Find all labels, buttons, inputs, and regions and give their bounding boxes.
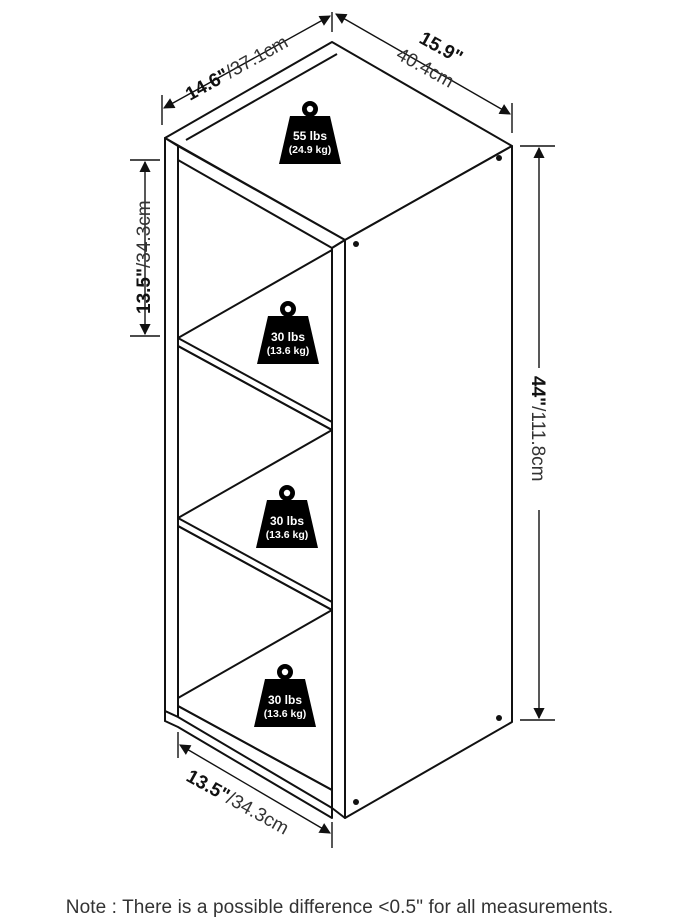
weight-badge-cube-1: 30 lbs (13.6 kg) (257, 301, 319, 364)
weight-cube-1-metric: (13.6 kg) (267, 345, 310, 357)
bookshelf (164, 41, 513, 819)
weight-cube-3-imperial: 30 lbs (268, 693, 302, 707)
weight-cube-2-imperial: 30 lbs (270, 514, 304, 528)
bottom-width-dimension-line (179, 744, 331, 834)
screw-holes (353, 155, 502, 805)
left-panel-front-edge (164, 137, 179, 718)
total-height-label: 44"/111.8cm (527, 376, 548, 482)
weight-badge-top: 55 lbs (24.9 kg) (279, 101, 341, 164)
weight-top-imperial: 55 lbs (293, 129, 327, 143)
measurement-note: Note : There is a possible difference <0… (65, 897, 614, 918)
weight-badge-cube-2: 30 lbs (13.6 kg) (256, 485, 318, 548)
top-width-dimension-line (335, 13, 511, 115)
cube-height-label: 13.5"/34.3cm (134, 200, 155, 314)
right-panel-front-edge (331, 239, 346, 819)
weight-badge-cube-3: 30 lbs (13.6 kg) (254, 664, 316, 727)
weight-cube-1-imperial: 30 lbs (271, 330, 305, 344)
weight-cube-3-metric: (13.6 kg) (264, 708, 307, 720)
right-side-panel (344, 145, 513, 819)
weight-cube-2-metric: (13.6 kg) (266, 529, 309, 541)
top-depth-dimension-line (163, 15, 331, 109)
weight-top-metric: (24.9 kg) (289, 144, 332, 156)
